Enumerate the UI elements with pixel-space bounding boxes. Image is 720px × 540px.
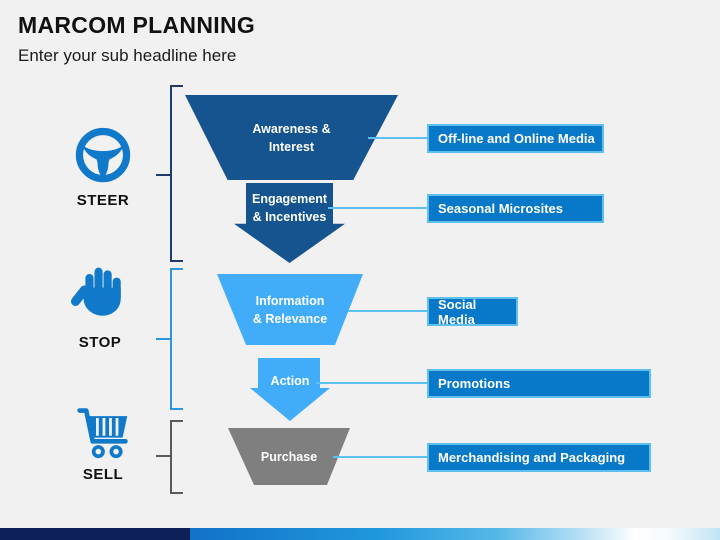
shopping-cart-icon (73, 404, 131, 462)
sell-label: SELL (82, 466, 124, 483)
bottom-accent-bar (0, 528, 720, 540)
funnel-stage-information: Information & Relevance (217, 274, 363, 345)
tag-offline-online-media: Off-line and Online Media (427, 124, 604, 153)
tag-seasonal-microsites: Seasonal Microsites (427, 194, 604, 223)
connector-line-awareness (368, 137, 427, 139)
bottom-bar-navy-segment (0, 528, 190, 540)
connector-line-engagement (328, 207, 427, 209)
funnel-stage-engagement: Engagement & Incentives (234, 183, 345, 263)
stop-label: STOP (78, 334, 122, 351)
connector-line-purchase (333, 456, 427, 458)
funnel-stage-purchase: Purchase (228, 428, 350, 485)
steering-wheel-icon (74, 126, 132, 184)
connector-line-action (316, 382, 427, 384)
tag-promotions: Promotions (427, 369, 651, 398)
tag-social-media: Social Media (427, 297, 518, 327)
page-title: MARCOM PLANNING (18, 12, 256, 38)
steer-label: STEER (76, 192, 130, 209)
stop-hand-icon (70, 264, 128, 322)
funnel-stage-action: Action (250, 358, 330, 421)
funnel-stage-awareness: Awareness & Interest (185, 95, 398, 180)
page-subtitle: Enter your sub headline here (18, 46, 237, 65)
connector-line-information (348, 310, 427, 312)
tag-merchandising-packaging: Merchandising and Packaging (427, 443, 651, 472)
bottom-bar-gradient-segment (190, 528, 720, 540)
